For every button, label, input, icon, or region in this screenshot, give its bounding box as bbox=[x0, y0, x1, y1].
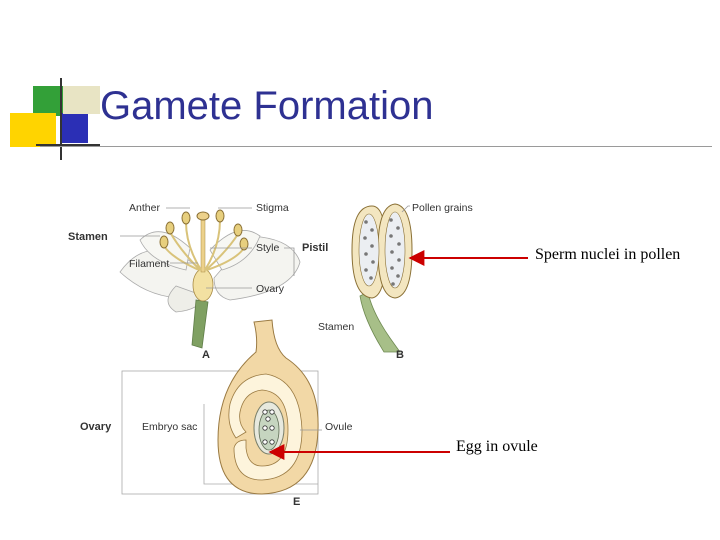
label-stigma: Stigma bbox=[256, 202, 289, 214]
label-ovule: Ovule bbox=[325, 421, 353, 433]
label-panel-a: A bbox=[202, 349, 210, 361]
label-ovary-a: Ovary bbox=[256, 283, 285, 295]
pollen-leader bbox=[401, 205, 410, 213]
label-panel-e: E bbox=[293, 496, 300, 508]
label-filament: Filament bbox=[129, 258, 169, 270]
label-ovary-e: Ovary bbox=[80, 421, 112, 433]
slide-title: Gamete Formation bbox=[100, 84, 434, 128]
label-stamen-a: Stamen bbox=[68, 231, 108, 243]
deco-vertical-line bbox=[60, 78, 62, 160]
title-divider bbox=[40, 146, 712, 147]
deco-green-square bbox=[33, 86, 63, 116]
annotation-egg: Egg in ovule bbox=[456, 438, 538, 455]
label-pistil: Pistil bbox=[302, 242, 328, 254]
label-pollen-grains: Pollen grains bbox=[412, 202, 473, 214]
deco-yellow-square bbox=[10, 113, 56, 147]
ovule-illustration bbox=[217, 319, 319, 495]
flower-illustration bbox=[119, 209, 301, 349]
panel-a-leaders bbox=[120, 207, 295, 289]
annotation-sperm: Sperm nuclei in pollen bbox=[535, 246, 681, 263]
label-anther: Anther bbox=[129, 202, 160, 214]
deco-horizontal-line bbox=[36, 144, 100, 146]
deco-blue-square bbox=[60, 113, 88, 143]
label-embryo-sac: Embryo sac bbox=[142, 421, 197, 433]
label-style: Style bbox=[256, 242, 280, 254]
deco-light-square bbox=[63, 86, 100, 114]
label-stamen-b: Stamen bbox=[318, 321, 354, 333]
anther-illustration bbox=[351, 203, 413, 353]
label-panel-b: B bbox=[396, 349, 404, 361]
